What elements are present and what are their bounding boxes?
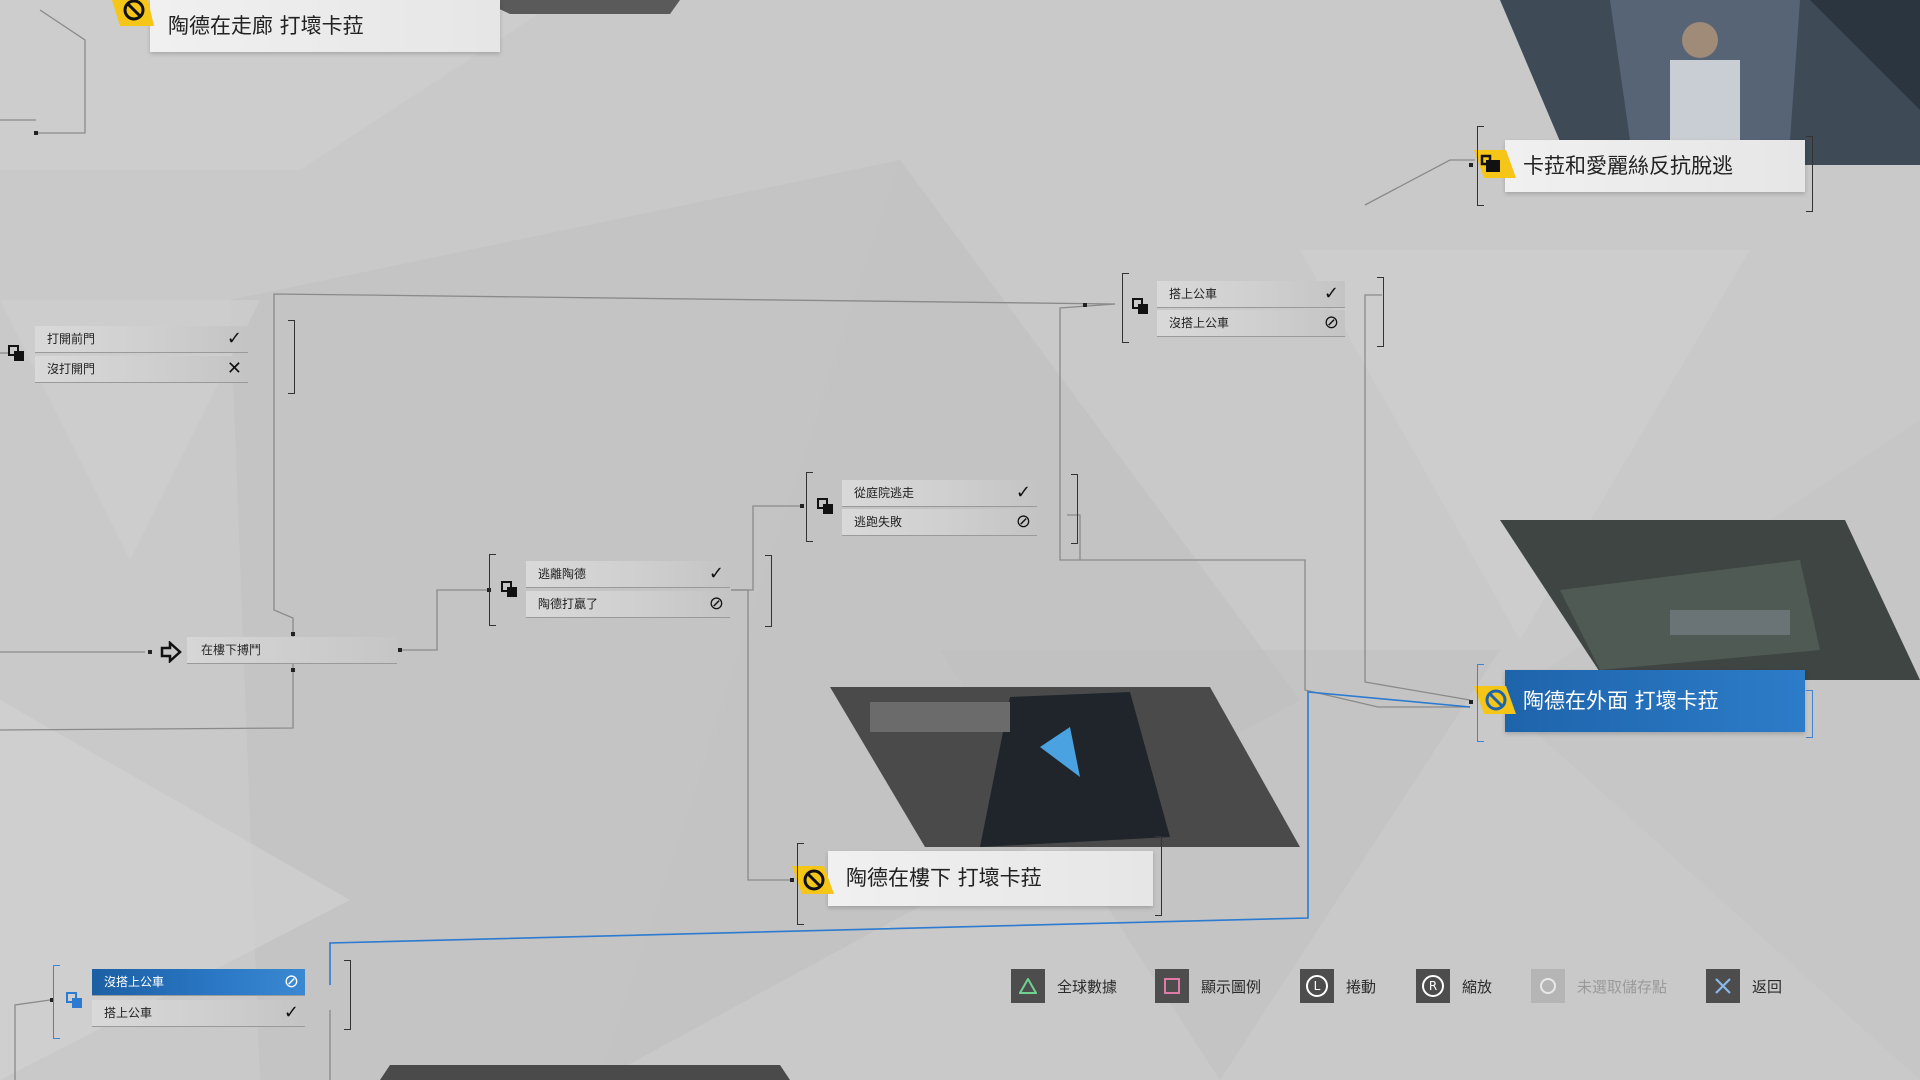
choice-lock-icon — [817, 498, 833, 514]
scene-thumbnail-bottom — [380, 1065, 790, 1080]
choice-lock-icon — [8, 345, 24, 361]
bracket-right — [1806, 690, 1813, 738]
control-global-stats[interactable]: 全球數據 — [1011, 968, 1117, 1004]
option-label: 搭上公車 — [104, 1006, 153, 1020]
right-stick-glyph: R — [1422, 975, 1444, 997]
choice-option[interactable]: 逃離陶德 ✓ — [526, 561, 730, 588]
choice-option[interactable]: 搭上公車 ✓ — [92, 1000, 305, 1027]
choice-lock-icon — [1132, 298, 1148, 314]
control-label: 縮放 — [1462, 977, 1493, 996]
control-back[interactable]: 返回 — [1706, 968, 1782, 1004]
node-downstairs-struggle[interactable]: 在樓下搏鬥 — [187, 637, 397, 664]
outcome-hallway[interactable]: 陶德在走廊 打壞卡菈 — [150, 0, 500, 52]
bracket-left — [1122, 273, 1129, 343]
choice-option[interactable]: 逃跑失敗 ⊘ — [842, 509, 1037, 536]
option-label: 沒打開門 — [47, 362, 96, 376]
outcome-kara-alice-label: 卡菈和愛麗絲反抗脫逃 — [1523, 154, 1733, 178]
option-label: 逃離陶德 — [538, 567, 587, 581]
control-label: 未選取儲存點 — [1577, 977, 1668, 996]
outcome-kara-alice[interactable]: 卡菈和愛麗絲反抗脫逃 — [1505, 140, 1805, 192]
option-label: 搭上公車 — [1169, 287, 1218, 301]
bracket-left — [1477, 126, 1484, 206]
cross-icon: ✕ — [226, 358, 242, 379]
blocked-icon: ⊘ — [283, 971, 299, 992]
scene-thumbnail-kitchen — [830, 687, 1300, 847]
bracket-right — [765, 555, 772, 627]
bracket-left — [797, 843, 804, 925]
bracket-left — [806, 472, 813, 542]
bracket-left — [1477, 664, 1484, 742]
outcome-downstairs[interactable]: 陶德在樓下 打壞卡菈 — [828, 851, 1153, 906]
check-icon: ✓ — [226, 328, 242, 349]
control-label: 顯示圖例 — [1201, 977, 1262, 996]
bracket-right — [1155, 836, 1162, 916]
option-label: 從庭院逃走 — [854, 486, 915, 500]
blocked-icon: ⊘ — [708, 593, 724, 614]
square-icon — [1155, 969, 1189, 1003]
left-stick-icon: L — [1300, 969, 1334, 1003]
bracket-left — [53, 965, 60, 1039]
bracket-right — [288, 320, 295, 394]
blocked-icon: ⊘ — [1015, 511, 1031, 532]
choice-option[interactable]: 打開前門 ✓ — [35, 326, 248, 353]
choice-lock-icon — [501, 581, 517, 597]
outcome-outside-label: 陶德在外面 打壞卡菈 — [1523, 689, 1719, 713]
right-stick-icon: R — [1416, 969, 1450, 1003]
control-show-legend[interactable]: 顯示圖例 — [1155, 968, 1261, 1004]
cross-icon — [1706, 969, 1740, 1003]
blocked-tag-icon — [112, 0, 154, 26]
option-label: 打開前門 — [47, 332, 96, 346]
bracket-right — [344, 960, 351, 1030]
choice-option[interactable]: 沒打開門 ✕ — [35, 356, 248, 383]
bracket-right — [1806, 136, 1813, 212]
bracket-right — [1071, 474, 1078, 544]
choice-option[interactable]: 搭上公車 ✓ — [1157, 281, 1345, 308]
circle-icon — [1531, 969, 1565, 1003]
check-icon: ✓ — [1015, 482, 1031, 503]
scene-thumbnail-yard — [1500, 520, 1920, 680]
control-label: 捲動 — [1346, 977, 1377, 996]
outcome-hallway-label: 陶德在走廊 打壞卡菈 — [168, 14, 364, 38]
choice-option-selected[interactable]: 沒搭上公車 ⊘ — [92, 969, 305, 996]
option-label: 沒搭上公車 — [104, 975, 165, 989]
control-label: 全球數據 — [1057, 977, 1118, 996]
bracket-left — [489, 554, 496, 626]
scene-thumbnail-top — [480, 0, 680, 14]
check-icon: ✓ — [1323, 283, 1339, 304]
bracket-right — [1377, 277, 1384, 347]
option-label: 陶德打贏了 — [538, 597, 599, 611]
choice-option[interactable]: 沒搭上公車 ⊘ — [1157, 310, 1345, 337]
option-label: 沒搭上公車 — [1169, 316, 1230, 330]
blocked-icon: ⊘ — [1323, 312, 1339, 333]
outcome-outside[interactable]: 陶德在外面 打壞卡菈 — [1505, 670, 1805, 732]
control-zoom[interactable]: R 縮放 — [1416, 968, 1492, 1004]
control-label: 返回 — [1752, 977, 1783, 996]
choice-option[interactable]: 陶德打贏了 ⊘ — [526, 591, 730, 618]
control-scroll[interactable]: L 捲動 — [1300, 968, 1376, 1004]
blocked-tag-icon — [1474, 686, 1516, 714]
locked-tag-icon — [1474, 150, 1516, 178]
node-label: 在樓下搏鬥 — [201, 643, 262, 657]
arrow-right-icon — [160, 641, 182, 663]
scene-thumbnail-bus — [1500, 0, 1920, 165]
check-icon: ✓ — [283, 1002, 299, 1023]
choice-option[interactable]: 從庭院逃走 ✓ — [842, 480, 1037, 507]
check-icon: ✓ — [708, 563, 724, 584]
triangle-icon — [1011, 969, 1045, 1003]
left-stick-glyph: L — [1306, 975, 1328, 997]
outcome-downstairs-label: 陶德在樓下 打壞卡菈 — [846, 866, 1042, 890]
blocked-tag-icon — [792, 866, 834, 894]
control-no-checkpoint: 未選取儲存點 — [1531, 968, 1667, 1004]
choice-lock-icon — [66, 992, 82, 1008]
option-label: 逃跑失敗 — [854, 515, 903, 529]
